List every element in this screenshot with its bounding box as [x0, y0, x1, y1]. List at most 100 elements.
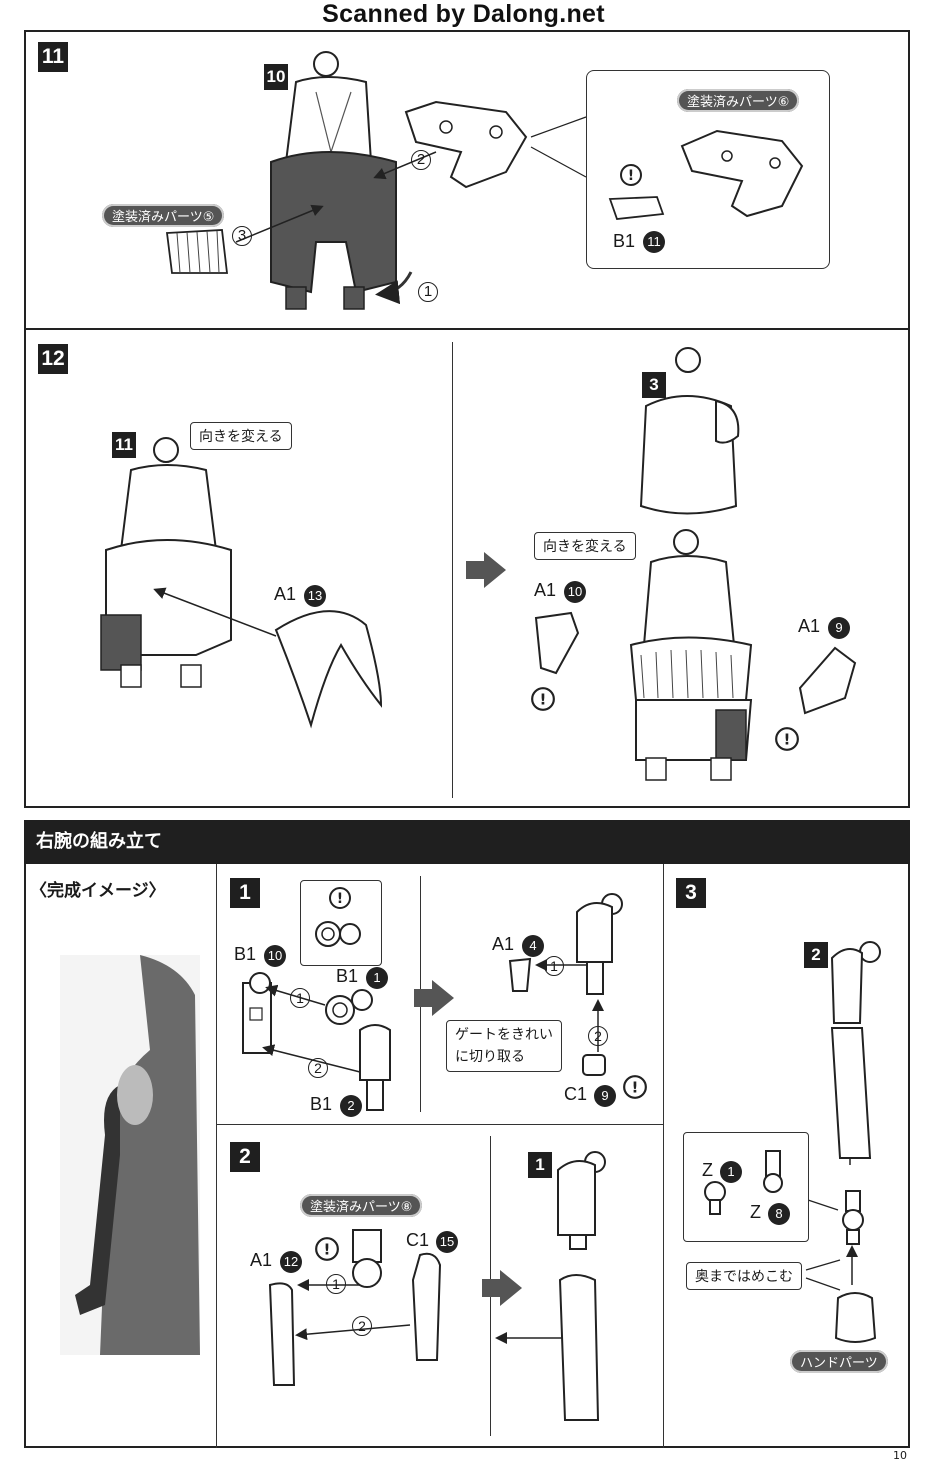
arrow-label-2: 2	[588, 1026, 608, 1046]
part-c1-9-label: C1	[564, 1084, 588, 1104]
part-b1-1-label: B1	[336, 966, 359, 986]
arrow-label-1: 1	[418, 282, 438, 302]
forearm-frame-illustration	[411, 1252, 442, 1361]
rotate-callout-left: 向きを変える	[190, 422, 292, 450]
part-z1-number: 1	[720, 1161, 742, 1183]
part-b1-2-number: 2	[340, 1095, 362, 1117]
part-b1-10-label: B1	[234, 944, 257, 964]
hip-part-detail-illustration	[680, 129, 804, 218]
small-part-illustration	[608, 196, 665, 220]
divider	[216, 864, 217, 1448]
attention-icon: !	[329, 887, 351, 909]
hand-part-illustration	[834, 1292, 877, 1343]
full-arm-illustration	[830, 941, 881, 1159]
arrow-label-1: 1	[290, 988, 310, 1008]
painted-part-6-label: 塗装済みパーツ⑥	[677, 89, 800, 112]
painted-part-5-label: 塗装済みパーツ⑤	[102, 204, 225, 227]
part-a1-4-illustration	[508, 957, 532, 992]
attention-icon: !	[315, 1237, 339, 1261]
arrow-label-1: 1	[544, 956, 564, 976]
push-in-callout: 奥まではめこむ	[686, 1262, 802, 1290]
svg-text:!: !	[337, 891, 343, 907]
tail-part-illustration	[274, 610, 383, 729]
attention-icon: !	[775, 727, 799, 751]
gate-cut-callout: ゲートをきれい に切り取る	[446, 1020, 562, 1072]
attention-icon: !	[623, 1075, 647, 1099]
wrist-detail-box	[683, 1132, 809, 1242]
svg-text:!: !	[632, 1078, 639, 1096]
part-z8-label: Z	[750, 1202, 761, 1222]
torso-skirt-illustration	[270, 51, 397, 310]
wrist-connector-illustration	[842, 1190, 864, 1245]
part-c1-15-label: C1	[406, 1230, 430, 1250]
part-b1-10-number: 10	[264, 945, 286, 967]
upper-arm-assembled-illustration	[576, 893, 623, 995]
sub-step-number: 1	[528, 1152, 552, 1178]
arm-step-1-number: 1	[230, 878, 260, 908]
part-a1-10-number: 10	[564, 581, 586, 603]
part-b1-2-label: B1	[310, 1094, 333, 1114]
watermark-text: Scanned by Dalong.net	[322, 0, 605, 28]
arrow-label-2: 2	[308, 1058, 328, 1078]
part-a1-12-label: A1	[250, 1250, 273, 1270]
step-number: 11	[38, 42, 68, 72]
part-a1-4-number: 4	[522, 935, 544, 957]
part-a1-9-illustration	[798, 646, 857, 715]
upper-arm-illustration	[359, 1024, 391, 1111]
part-z1-label: Z	[702, 1160, 713, 1180]
sub-step-number: 10	[264, 64, 288, 90]
svg-text:!: !	[324, 1240, 331, 1258]
wrist-ball-illustration	[704, 1181, 726, 1215]
washer-part-illustration	[325, 989, 373, 1025]
sub-step-number: 11	[112, 432, 136, 458]
part-c1-15-number: 15	[436, 1231, 458, 1253]
completed-arm-image	[60, 955, 200, 1355]
painted-part-8-label: 塗装済みパーツ⑧	[300, 1194, 423, 1217]
assembled-body-illustration	[629, 529, 753, 781]
detail-inset-box: 塗装済みパーツ⑥ ! B1 11	[586, 70, 830, 269]
part-a1-9-label: A1	[798, 616, 821, 636]
part-a1-9-number: 9	[828, 617, 850, 639]
step-number: 12	[38, 344, 68, 374]
panel-divider	[452, 342, 453, 798]
step-12-panel: 12 11 向きを変える A1 13 3 向きを変える	[24, 328, 910, 808]
elbow-joint-illustration	[352, 1229, 382, 1288]
skirt-pleat-illustration	[165, 229, 229, 274]
arm-step-2-number: 2	[230, 1142, 260, 1172]
svg-text:!: !	[628, 168, 634, 184]
next-step-arrow	[466, 552, 506, 588]
complete-image-title: 〈完成イメージ〉	[30, 881, 166, 901]
forearm-cover-illustration	[268, 1282, 296, 1386]
svg-text:!: !	[784, 730, 791, 748]
section-title: 右腕の組み立て	[24, 820, 910, 864]
upper-torso-illustration	[639, 347, 740, 515]
wrist-socket-illustration	[763, 1150, 783, 1193]
arrow-label-2: 2	[352, 1316, 372, 1336]
attention-icon: !	[531, 687, 555, 711]
tail-attach-arrow	[153, 587, 277, 637]
hand-parts-label: ハンドパーツ	[790, 1350, 888, 1373]
page-number: 10	[893, 1449, 907, 1462]
next-step-arrow	[414, 980, 454, 1016]
part-c1-9-number: 9	[594, 1085, 616, 1107]
body-front-illustration	[100, 437, 232, 688]
step-11-panel: 11 10 2 3 1 塗装済みパーツ⑤ 塗装	[24, 30, 910, 330]
arm-step2-assembly-illustration	[557, 1151, 606, 1421]
sub-step-number: 2	[804, 942, 828, 968]
attention-icon: !	[620, 164, 642, 186]
rotate-callout-right: 向きを変える	[534, 532, 636, 560]
divider	[216, 1124, 663, 1125]
part-a1-10-illustration	[534, 611, 580, 675]
arrow-label-3: 3	[232, 226, 252, 246]
svg-text:!: !	[540, 690, 547, 708]
next-step-arrow	[482, 1270, 522, 1306]
washer-detail-illustration	[315, 921, 361, 947]
part-b1-label: B1	[613, 231, 636, 251]
part-c1-9-illustration	[582, 1054, 606, 1076]
part-a1-4-label: A1	[492, 934, 515, 954]
arm-step-3-number: 3	[676, 878, 706, 908]
part-b1-number: 11	[643, 231, 665, 253]
arrow-label-2: 2	[411, 150, 431, 170]
part-b1-1-number: 1	[366, 967, 388, 989]
